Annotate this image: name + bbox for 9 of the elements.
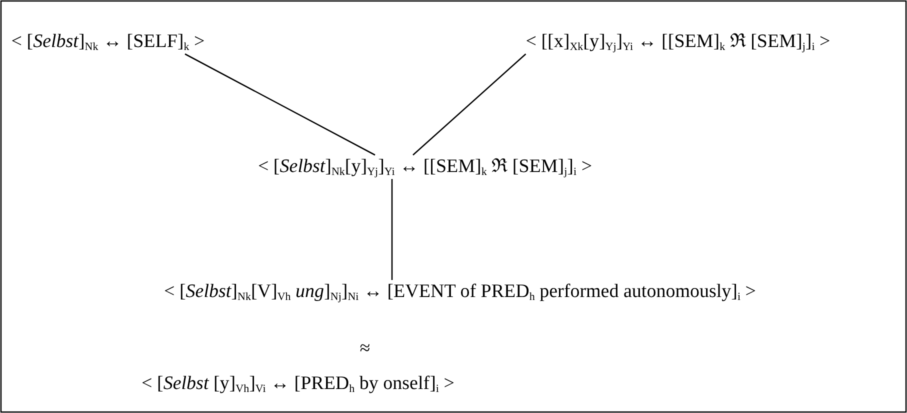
approximation-sign: ≈ — [360, 338, 370, 360]
construction-schema: < [Selbst]$_{Nk}$[y]$_{Yj}$]$_{Yi}$ ↔ [[SEM]$_{k}$ ℜ [SEM]$_{j}$]$_{i}$ > — [258, 155, 592, 179]
connector-line — [184, 53, 376, 156]
construction-schema: < [[x]$_{Xk}$[y]$_{Yj}$]$_{Yi}$ ↔ [[SEM]$_{k}$ ℜ [SEM]$_{j}$]$_{i}$ > — [526, 30, 830, 54]
construction-schema: < [Selbst]$_{Nk}$[V]$_{Vh}$ ung]$_{Nj}$]$_{Ni}$ ↔ [EVENT of PRED$_{h}$ performed autonomously]$_{i}$ > — [164, 280, 756, 304]
connector-line — [391, 179, 393, 280]
connector-line — [412, 54, 526, 156]
construction-schema: < [Selbst]$_{Nk}$ ↔ [SELF]$_{k}$ > — [11, 30, 205, 54]
construction-schema: < [Selbst [y]$_{Vh}$]$_{Vi}$ ↔ [PRED$_{h}$ by onself]$_{i}$ > — [142, 372, 454, 396]
